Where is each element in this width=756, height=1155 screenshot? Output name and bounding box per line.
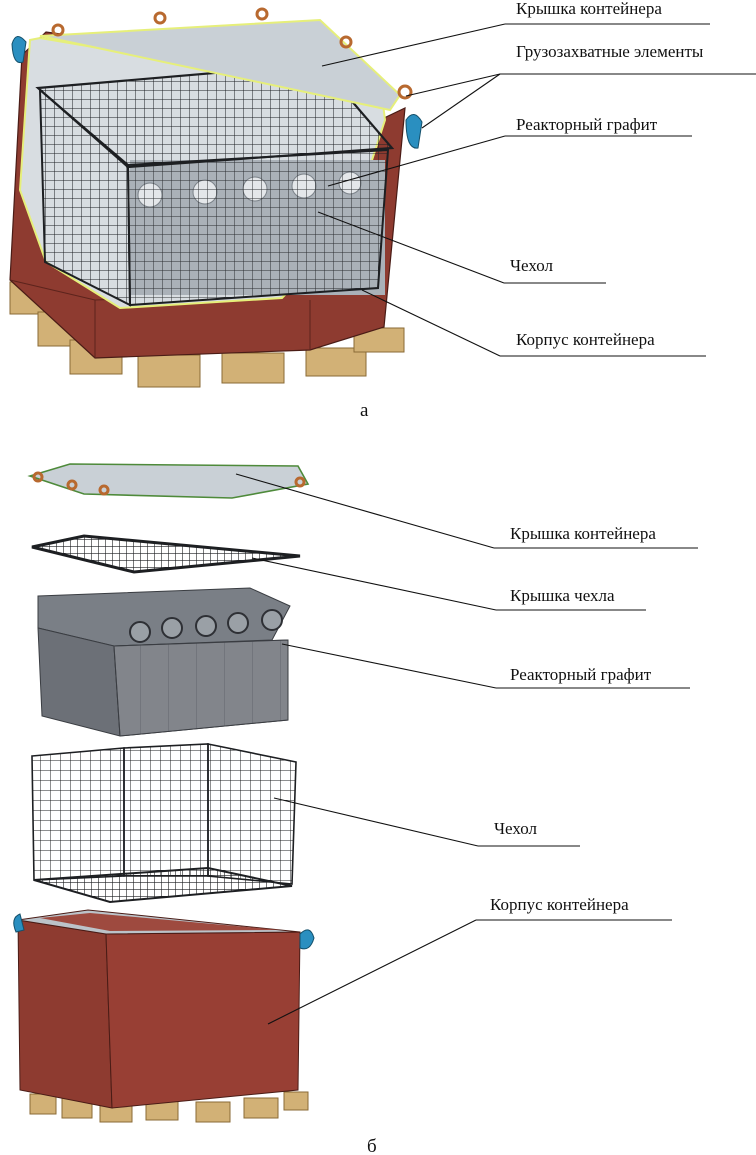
caption-b: б [367,1136,377,1155]
label-a-graphite: Реакторный графит [516,115,658,134]
label-a-lid: Крышка контейнера [516,0,662,18]
container-lid-a [39,18,402,112]
container-body-b [13,909,315,1123]
figure-a: Крышка контейнера Грузозахватные элемент… [9,0,756,421]
figure-b: Крышка контейнера Крышка чехла Реакторны… [13,463,698,1155]
label-b-graphite: Реакторный графит [510,665,652,684]
label-a-lifting: Грузозахватные элементы [516,42,704,61]
mesh-cover-b [31,743,297,904]
label-b-cover-lid: Крышка чехла [510,586,615,605]
label-b-lid: Крышка контейнера [510,524,656,543]
labels-b: Крышка контейнера Крышка чехла Реакторны… [235,473,698,1155]
label-a-body: Корпус контейнера [516,330,655,349]
label-a-cover: Чехол [510,256,553,275]
label-b-body: Корпус контейнера [490,895,629,914]
cover-lid-b [31,534,301,574]
caption-a: а [360,400,369,421]
graphite-stack-b [37,587,291,737]
label-b-cover: Чехол [494,819,537,838]
container-lid-b [27,463,310,499]
labels-a: Крышка контейнера Грузозахватные элемент… [317,0,756,421]
lifting-elements-a [11,7,423,149]
mesh-cover-a [35,62,395,307]
